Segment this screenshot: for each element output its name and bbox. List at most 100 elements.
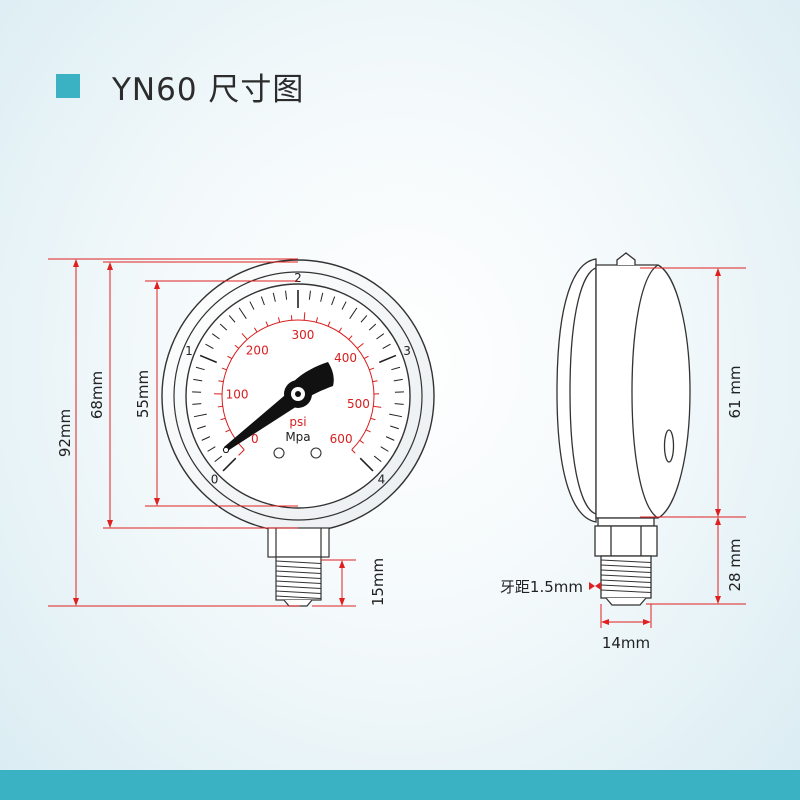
dim-thread-pitch: 牙距1.5mm xyxy=(500,578,583,596)
mpa-tick xyxy=(380,446,389,452)
mpa-tick xyxy=(207,446,216,452)
mpa-tick xyxy=(331,296,336,306)
dim-28mm: 28 mm xyxy=(726,538,744,591)
mpa-tick xyxy=(285,290,288,300)
mpa-tick xyxy=(341,301,347,310)
mpa-tick xyxy=(368,323,377,331)
mpa-tick xyxy=(195,366,205,371)
mpa-tick xyxy=(238,307,247,319)
psi-tick xyxy=(351,449,356,454)
side-fill-plug xyxy=(616,252,636,265)
dim-14mm: 14mm xyxy=(602,634,650,652)
mpa-label-1: 1 xyxy=(185,344,193,358)
psi-tick xyxy=(373,405,382,408)
gauge-needle xyxy=(222,362,334,454)
mpa-tick xyxy=(201,436,211,441)
mpa-tick xyxy=(205,343,214,350)
dim-92mm: 92mm xyxy=(56,409,74,457)
screw-hole-left xyxy=(273,447,285,459)
psi-label-200: 200 xyxy=(246,344,269,358)
psi-tick xyxy=(338,327,343,333)
psi-tick xyxy=(218,380,224,383)
bezel-ring xyxy=(173,271,423,521)
psi-tick xyxy=(327,321,331,327)
mpa-tick xyxy=(349,307,358,319)
mpa-tick xyxy=(394,403,404,405)
screw-hole-right xyxy=(310,447,322,459)
mpa-tick xyxy=(376,333,385,340)
psi-label-600: 600 xyxy=(330,432,353,446)
dim-61mm: 61 mm xyxy=(726,365,744,418)
psi-tick xyxy=(241,333,248,340)
mpa-tick xyxy=(382,343,391,350)
mpa-tick xyxy=(272,292,276,302)
mpa-tick xyxy=(308,290,311,300)
mpa-labels: 0 1 2 3 4 xyxy=(185,271,411,486)
mpa-tick xyxy=(385,436,395,441)
psi-arc xyxy=(221,319,375,451)
psi-tick xyxy=(253,327,258,333)
psi-tick xyxy=(348,335,353,340)
side-dimensions xyxy=(600,267,746,628)
psi-tick xyxy=(303,312,306,321)
mpa-tick xyxy=(260,296,265,306)
mpa-tick xyxy=(192,403,202,405)
mpa-tick xyxy=(197,425,206,430)
psi-tick xyxy=(220,417,226,421)
mpa-unit-label: Mpa xyxy=(285,430,310,444)
front-connector xyxy=(267,527,330,607)
mpa-tick xyxy=(373,455,382,463)
psi-labels: 0 100 200 300 400 500 600 xyxy=(226,328,370,446)
mpa-tick xyxy=(219,323,228,331)
psi-tick xyxy=(356,342,364,349)
mpa-tick xyxy=(214,455,223,463)
psi-tick xyxy=(217,405,223,408)
psi-unit-label: psi xyxy=(289,415,306,429)
mpa-tick xyxy=(378,354,397,364)
mpa-tick xyxy=(360,315,368,323)
psi-tick xyxy=(315,317,319,323)
side-case xyxy=(595,264,691,519)
psi-label-0: 0 xyxy=(251,432,259,446)
psi-tick xyxy=(365,429,371,433)
psi-tick xyxy=(238,449,245,456)
mpa-ticks xyxy=(192,290,404,472)
mpa-label-2: 2 xyxy=(294,271,302,285)
mpa-tick xyxy=(199,354,218,364)
dim-55mm: 55mm xyxy=(134,370,152,418)
psi-tick xyxy=(234,344,240,349)
mpa-tick xyxy=(193,378,203,382)
dim-68mm: 68mm xyxy=(88,371,106,419)
mpa-tick xyxy=(249,301,255,310)
mpa-tick xyxy=(391,366,401,371)
psi-tick xyxy=(370,417,376,421)
mpa-tick xyxy=(359,457,374,472)
mpa-tick xyxy=(211,333,220,340)
side-arrowheads xyxy=(589,268,721,625)
psi-tick xyxy=(372,380,378,383)
psi-label-500: 500 xyxy=(347,397,370,411)
front-dimensions xyxy=(48,258,356,607)
mpa-tick xyxy=(390,425,399,430)
psi-tick xyxy=(369,367,375,371)
psi-tick xyxy=(265,321,269,327)
psi-label-300: 300 xyxy=(291,328,314,342)
psi-tick xyxy=(221,367,227,371)
mpa-label-4: 4 xyxy=(378,472,386,486)
front-arrowheads xyxy=(73,259,345,606)
mpa-tick xyxy=(193,413,207,418)
psi-tick xyxy=(363,355,369,360)
psi-label-400: 400 xyxy=(334,351,357,365)
mpa-tick xyxy=(389,413,403,418)
mpa-tick xyxy=(222,457,237,472)
dim-15mm: 15mm xyxy=(369,558,387,606)
title-marker xyxy=(56,74,80,98)
psi-tick xyxy=(359,439,365,444)
mpa-label-3: 3 xyxy=(403,344,411,358)
side-bezel xyxy=(556,258,597,523)
mpa-tick xyxy=(320,292,324,302)
mpa-tick xyxy=(228,315,236,323)
bottom-accent-bar xyxy=(0,770,800,800)
mpa-label-0: 0 xyxy=(211,472,219,486)
